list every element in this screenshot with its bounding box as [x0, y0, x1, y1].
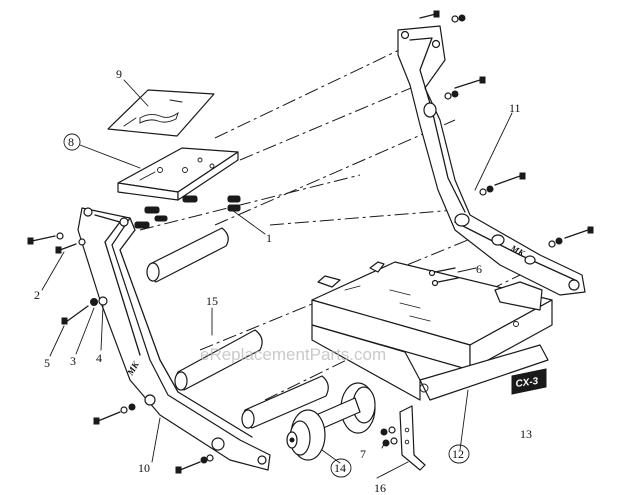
part-16-bracket [399, 405, 426, 471]
part-12-main-frame [311, 261, 553, 401]
callout-9: 9 [116, 67, 122, 81]
callout-16: 16 [374, 481, 386, 495]
part-15-rollers [146, 227, 329, 429]
hardware-fasteners [27, 10, 594, 474]
callout-3: 3 [70, 354, 76, 368]
callout-5: 5 [44, 356, 50, 370]
part-8-bracket [117, 147, 241, 214]
part-14-wheels [286, 382, 376, 461]
callout-13: 13 [520, 427, 532, 441]
leader-lines [41, 79, 513, 479]
callout-labels: 9 8 1 2 5 3 4 10 15 11 6 7 12 13 14 16 [34, 67, 532, 495]
callout-8: 8 [68, 135, 74, 149]
callout-12-circle [448, 444, 470, 464]
callout-8-circle [63, 133, 81, 151]
callout-12: 12 [452, 447, 464, 461]
callout-6: 6 [476, 262, 482, 276]
callout-15: 15 [206, 294, 218, 308]
callout-10: 10 [138, 461, 150, 475]
callout-4: 4 [96, 351, 102, 365]
part-13-model-decal: CX-3 [511, 368, 547, 395]
callout-11: 11 [509, 101, 521, 115]
callout-2: 2 [34, 288, 40, 302]
part-11-right-arm: MK [397, 25, 586, 296]
part-9-decal [107, 89, 215, 137]
watermark-text: eReplacementParts.com [200, 345, 386, 364]
callout-1: 1 [266, 231, 272, 245]
callout-7: 7 [360, 447, 366, 461]
model-decal-text: CX-3 [515, 376, 540, 390]
callout-14: 14 [334, 461, 346, 475]
part-10-left-arm: MK [77, 207, 271, 471]
callout-14-circle [330, 458, 352, 478]
